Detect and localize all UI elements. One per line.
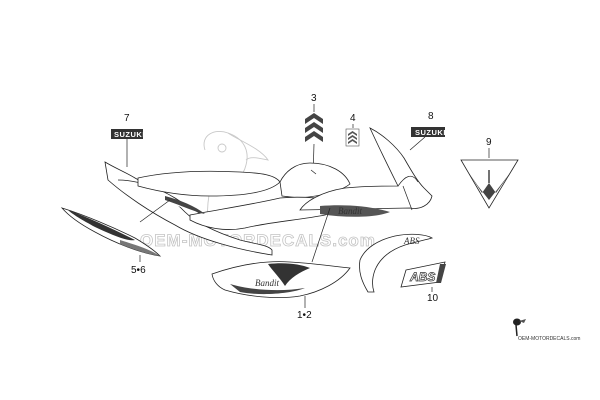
part-3-s-emblem-icon: [305, 113, 323, 142]
part-4-small-emblem-icon: [345, 128, 360, 147]
callout-10: 10: [427, 293, 439, 304]
callout-3: 3: [311, 93, 317, 104]
front-fender: ABS: [359, 233, 434, 293]
decal-script: Bandit: [255, 278, 279, 288]
leader-1-2-up: [311, 207, 331, 263]
watermark-small-text: OEM-MOTORDECALS.com: [518, 336, 580, 342]
callout-9: 9: [486, 137, 492, 148]
watermark-logo-icon: [513, 318, 526, 337]
part-1-2-side-decal: Bandit: [211, 261, 351, 298]
callout-8: 8: [428, 111, 434, 122]
leader-5-6-up: [139, 199, 171, 223]
badge-7-text: SUZUKI: [114, 130, 145, 139]
abs-emblem-text: ABS: [409, 270, 435, 284]
callout-4: 4: [350, 113, 356, 124]
part-7-brand-badge: SUZUKI: [111, 129, 145, 139]
part-5-6-swoosh-decal: [60, 207, 162, 257]
part-8-brand-badge: SUZUKI: [411, 127, 446, 137]
fender-abs-text: ABS: [403, 236, 420, 246]
motorcycle-body-outline: Bandit: [104, 127, 433, 256]
callout-7: 7: [124, 113, 130, 124]
part-9-chevron-decal: [460, 159, 519, 209]
callout-5-6: 5•6: [131, 265, 146, 276]
callout-1-2: 1•2: [297, 310, 312, 321]
leader-8: [409, 136, 426, 151]
fairing-script: Bandit: [338, 206, 362, 216]
part-10-abs-emblem: ABS: [400, 261, 446, 288]
badge-8-text: SUZUKI: [415, 128, 446, 137]
